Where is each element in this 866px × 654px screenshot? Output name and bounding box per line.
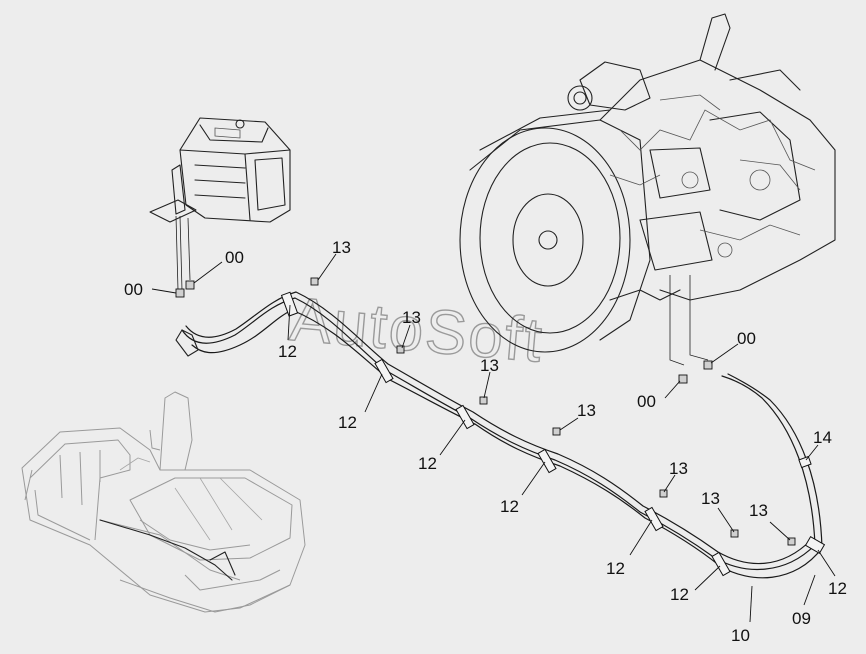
callout-10: 10 (731, 626, 750, 645)
fitting-00-c (703, 360, 713, 370)
callout-00-c: 00 (737, 329, 756, 348)
leader-engine-right (689, 275, 709, 361)
callout-labels: 00 00 13 12 13 13 12 12 13 12 13 12 13 1… (124, 238, 847, 645)
leader-engine-left (669, 275, 685, 366)
bolts (175, 277, 796, 546)
callout-13-e: 13 (669, 459, 688, 478)
callout-13-b: 13 (402, 308, 421, 327)
callout-14: 14 (813, 428, 832, 447)
callout-12-g: 12 (828, 579, 847, 598)
hose-09 (191, 309, 823, 579)
hose-end-fitting (175, 329, 199, 357)
bolt-13-b (396, 345, 405, 354)
hose-09-riser (727, 373, 823, 549)
bolt-13-f (730, 529, 739, 538)
callout-13-f: 13 (701, 489, 720, 508)
hose-10-riser (721, 375, 816, 546)
callout-12-a: 12 (278, 342, 297, 361)
callout-12-b: 12 (338, 413, 357, 432)
hose-10 (181, 297, 816, 571)
callout-13-d: 13 (577, 401, 596, 420)
clamp-12-d (537, 448, 557, 474)
callout-00-a: 00 (124, 280, 143, 299)
bolt-13-e (659, 489, 668, 498)
machine-cable (99, 519, 236, 581)
callout-13-c: 13 (480, 356, 499, 375)
hose-10-inner (185, 291, 812, 565)
clamp-12-g (804, 535, 826, 555)
clamps (280, 291, 826, 577)
callout-12-d: 12 (500, 497, 519, 516)
leader-tank-left (175, 215, 183, 291)
machine-body (21, 391, 306, 613)
leader-lines (151, 253, 836, 623)
fitting-00-b (185, 280, 195, 290)
clamp-12-b (374, 358, 394, 384)
clamp-12-a (280, 291, 299, 317)
bolt-13-c (479, 396, 488, 405)
callout-09: 09 (792, 609, 811, 628)
callout-12-c: 12 (418, 454, 437, 473)
callout-12-f: 12 (670, 585, 689, 604)
bolt-13-d (552, 427, 561, 436)
bolt-13-a (310, 277, 319, 286)
fitting-00-a (175, 288, 185, 298)
clamp-12-e (644, 506, 664, 532)
callout-00-d: 00 (637, 392, 656, 411)
reservoir-tank (149, 117, 291, 223)
engine-assembly (459, 13, 836, 353)
callout-12-e: 12 (606, 559, 625, 578)
clamp-12-c (455, 404, 475, 430)
watermark: AutoSoft (287, 285, 546, 376)
callout-00-b: 00 (225, 248, 244, 267)
bolt-13-g (787, 537, 796, 546)
callout-13-g: 13 (749, 501, 768, 520)
fitting-00-d (678, 374, 688, 384)
clamp-12-f (711, 551, 731, 577)
callout-13-a: 13 (332, 238, 351, 257)
clamp-14 (798, 455, 812, 469)
leader-tank-right (187, 217, 191, 281)
